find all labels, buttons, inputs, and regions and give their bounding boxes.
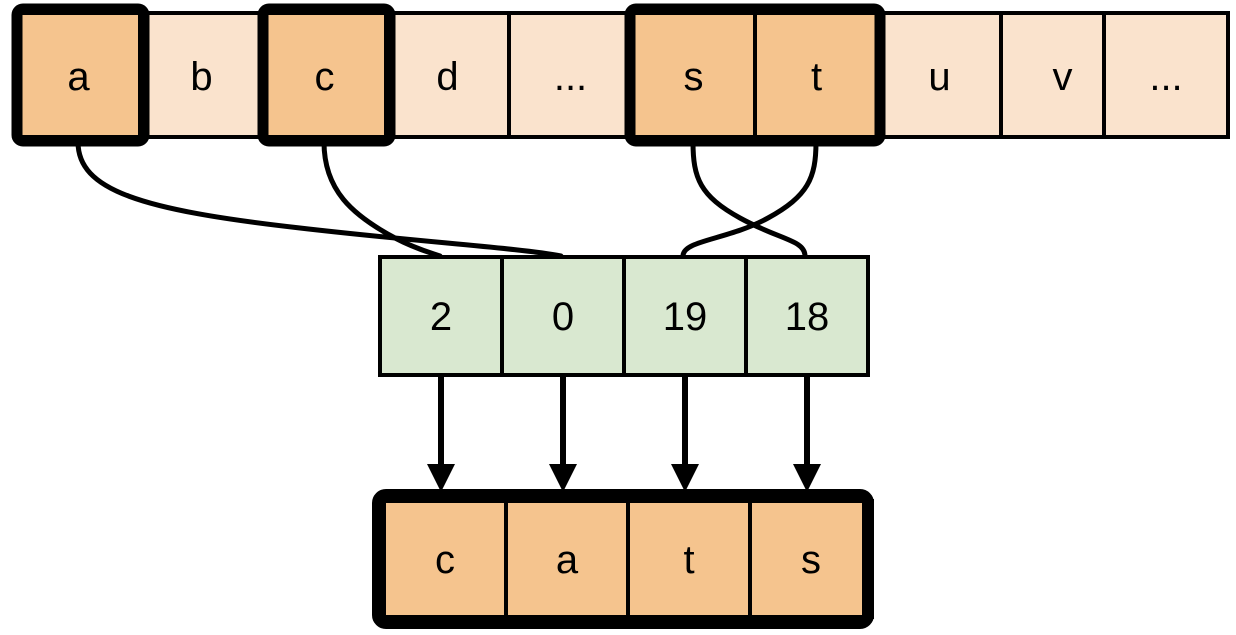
alphabet-cell-a[interactable]: a <box>15 11 142 139</box>
output-row: c a t s <box>372 489 874 629</box>
output-cell-0-rect <box>382 499 508 619</box>
index-cell-3-label: 18 <box>785 295 830 339</box>
output-cell-3[interactable]: s <box>748 499 874 619</box>
alphabet-cell-d[interactable]: d <box>384 11 511 139</box>
index-cell-0[interactable]: 2 <box>378 255 504 377</box>
alphabet-cell-c-label: c <box>315 55 335 99</box>
output-cell-0[interactable]: c <box>382 499 508 619</box>
alphabet-cell-a-label: a <box>67 55 90 99</box>
output-cell-3-label: s <box>801 538 821 582</box>
index-row: 2 0 19 18 <box>378 255 870 377</box>
connector-a-to-0 <box>75 139 564 259</box>
index-cell-0-rect <box>378 255 504 377</box>
output-cell-0-label: c <box>435 538 455 582</box>
output-cell-2[interactable]: t <box>626 499 752 619</box>
arrowhead-2 <box>671 464 699 492</box>
alphabet-cell-c[interactable]: c <box>261 11 388 139</box>
alphabet-cell-ellipsis-left[interactable]: ... <box>507 11 634 139</box>
output-cell-1-label: a <box>556 538 579 582</box>
arrowhead-3 <box>793 464 821 492</box>
alphabet-cell-b[interactable]: b <box>138 11 265 139</box>
alphabet-cell-ellipsis-right-label: ... <box>1149 55 1182 99</box>
connector-s-to-18 <box>690 139 808 259</box>
alphabet-cell-v-label: v <box>1053 55 1073 99</box>
connector-group <box>75 139 819 259</box>
alphabet-cell-t-label: t <box>811 55 822 99</box>
connector-c-to-2 <box>321 139 443 259</box>
index-cell-1[interactable]: 0 <box>500 255 626 377</box>
output-cell-1[interactable]: a <box>504 499 630 619</box>
arrow-index-0-to-output-0 <box>427 375 455 492</box>
index-cell-2-label: 19 <box>663 295 708 339</box>
arrow-group <box>427 375 821 492</box>
alphabet-cell-ellipsis-right-rect <box>1102 11 1230 139</box>
index-cell-3[interactable]: 18 <box>744 255 870 377</box>
alphabet-cell-d-label: d <box>436 55 458 99</box>
output-cell-2-label: t <box>683 538 694 582</box>
output-row-outline <box>372 489 874 629</box>
alphabet-cell-u[interactable]: u <box>876 11 1003 139</box>
alphabet-highlight-outline-a <box>11 3 150 147</box>
arrow-index-2-to-output-2 <box>671 375 699 492</box>
alphabet-cell-ellipsis-left-rect <box>507 11 634 139</box>
arrow-index-3-to-output-3 <box>793 375 821 492</box>
alphabet-cell-t[interactable]: t <box>753 11 880 139</box>
connector-t-to-19 <box>680 139 819 259</box>
alphabet-cell-s-label: s <box>684 55 704 99</box>
alphabet-highlight-outline-c <box>257 3 396 147</box>
index-cell-1-label: 0 <box>552 295 574 339</box>
arrowhead-0 <box>427 464 455 492</box>
output-cell-2-rect <box>626 499 752 619</box>
index-cell-2[interactable]: 19 <box>622 255 748 377</box>
arrowhead-1 <box>549 464 577 492</box>
index-cell-0-label: 2 <box>430 295 452 339</box>
alphabet-row: a b c d ... <box>11 3 1230 147</box>
alphabet-cell-ellipsis-right[interactable]: ... <box>1102 11 1230 139</box>
output-cell-1-rect <box>504 499 630 619</box>
alphabet-cell-b-rect <box>138 11 265 139</box>
alphabet-cell-s[interactable]: s <box>630 11 757 139</box>
alphabet-highlight-outline-st <box>624 3 886 147</box>
arrow-index-1-to-output-1 <box>549 375 577 492</box>
alphabet-cell-ellipsis-left-label: ... <box>554 55 587 99</box>
alphabet-cell-b-label: b <box>190 55 212 99</box>
alphabet-cell-u-label: u <box>928 55 950 99</box>
